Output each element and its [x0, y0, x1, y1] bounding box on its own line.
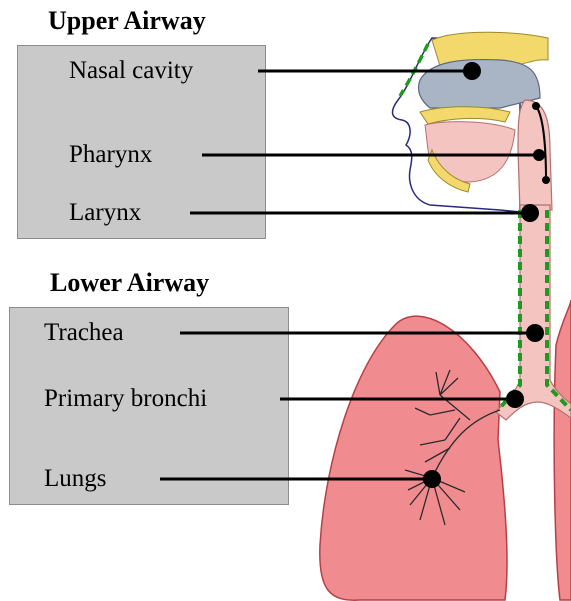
pharynx-bracket: [536, 106, 546, 180]
jaw-bone: [428, 150, 470, 192]
nasal-cavity-shape: [418, 60, 540, 108]
pharynx-shape: [518, 100, 552, 212]
dot-nasal-cavity: [463, 62, 481, 80]
oral-cavity: [425, 122, 515, 182]
left-lung: [320, 316, 507, 600]
palate-bone: [420, 107, 510, 124]
label-primary-bronchi: Primary bronchi: [44, 386, 207, 411]
dot-lungs: [423, 470, 441, 488]
airway-cilia-right: [547, 210, 571, 410]
dot-primary-bronchi: [506, 390, 524, 408]
label-larynx: Larynx: [69, 200, 141, 225]
nasal-cilia: [400, 44, 428, 96]
dot-trachea: [526, 324, 544, 342]
dot-pharynx: [533, 149, 545, 161]
right-lung: [554, 300, 571, 600]
airway-cilia-left: [498, 210, 520, 410]
label-lungs: Lungs: [44, 466, 107, 491]
label-trachea: Trachea: [44, 320, 124, 345]
trachea-shape: [496, 205, 571, 420]
head-outline: [393, 38, 521, 212]
label-pharynx: Pharynx: [69, 142, 152, 167]
left-bronchial-tree: [405, 370, 500, 525]
pharynx-bracket-top-dot: [532, 102, 540, 110]
skull-bone: [432, 32, 548, 69]
leader-dots: [423, 62, 545, 488]
upper-airway-heading: Upper Airway: [48, 6, 206, 36]
pharynx-bracket-bottom-dot: [542, 176, 550, 184]
label-nasal-cavity: Nasal cavity: [69, 58, 193, 83]
dot-larynx: [521, 204, 539, 222]
lower-airway-heading: Lower Airway: [50, 268, 209, 298]
